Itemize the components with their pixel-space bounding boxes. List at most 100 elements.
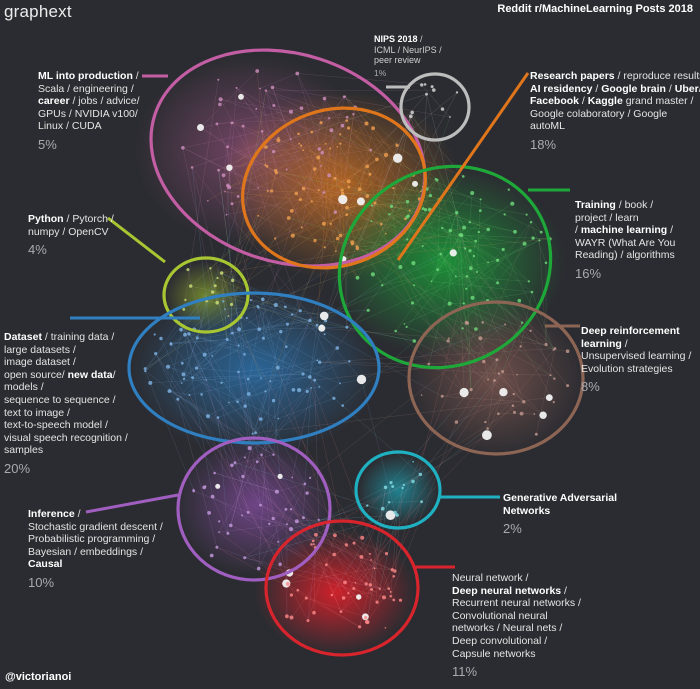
graph-edge bbox=[487, 348, 556, 429]
graph-edge bbox=[250, 299, 310, 322]
graph-node bbox=[538, 239, 541, 242]
graph-node bbox=[333, 176, 337, 180]
graph-edge bbox=[301, 98, 325, 228]
graph-node bbox=[296, 588, 300, 592]
graph-edge bbox=[275, 211, 336, 239]
graph-node bbox=[176, 397, 180, 401]
graph-node bbox=[289, 209, 294, 213]
graph-node bbox=[264, 163, 267, 166]
graph-edge bbox=[429, 209, 533, 293]
graph-edge bbox=[180, 329, 304, 375]
graph-node bbox=[531, 236, 535, 240]
graph-edge bbox=[392, 401, 524, 487]
graph-edge bbox=[286, 483, 306, 525]
label-line: Deep neural networks / bbox=[452, 585, 581, 598]
graph-edge bbox=[231, 217, 289, 305]
graph-edge bbox=[469, 192, 473, 223]
graph-node bbox=[468, 221, 471, 224]
graph-node bbox=[370, 588, 373, 591]
graph-edge bbox=[359, 149, 372, 190]
graph-node bbox=[454, 275, 457, 278]
graph-node bbox=[335, 236, 340, 241]
graph-edge bbox=[397, 158, 425, 184]
graph-node bbox=[229, 523, 233, 528]
graph-node bbox=[371, 126, 375, 131]
label-line: Neural network / bbox=[452, 572, 581, 585]
graph-node bbox=[364, 121, 369, 126]
graph-node bbox=[462, 175, 465, 178]
graph-edge bbox=[231, 383, 341, 466]
label-line: Facebook / Kaggle grand master / bbox=[530, 95, 700, 108]
graph-edge bbox=[216, 547, 290, 574]
graph-edge bbox=[485, 392, 504, 423]
graph-node bbox=[519, 345, 522, 348]
label-line: AI residency / Google brain / Uber/ bbox=[530, 83, 700, 96]
graph-node bbox=[218, 520, 221, 523]
graph-edge bbox=[180, 238, 276, 330]
graph-node bbox=[384, 627, 387, 629]
label-line: Convolutional neural bbox=[452, 610, 581, 623]
graph-edge bbox=[298, 133, 343, 191]
graph-edge bbox=[449, 230, 451, 304]
graph-edge bbox=[238, 258, 344, 330]
graph-node bbox=[513, 410, 516, 414]
graph-node bbox=[446, 339, 450, 343]
graph-edge bbox=[255, 397, 550, 434]
brand-logo: graphext bbox=[4, 2, 72, 21]
label-keyword: AI residency bbox=[530, 82, 593, 95]
graph-edge bbox=[353, 542, 371, 555]
graph-node bbox=[319, 121, 323, 125]
graph-edge bbox=[330, 158, 398, 224]
graph-edge bbox=[227, 339, 341, 384]
graph-edge bbox=[423, 116, 451, 191]
graph-node bbox=[323, 333, 326, 336]
cluster-label-inference: Inference /Stochastic gradient descent /… bbox=[28, 508, 163, 591]
leader-lines bbox=[70, 72, 580, 569]
graph-node bbox=[436, 268, 440, 272]
graph-node bbox=[355, 275, 360, 280]
graph-edge bbox=[182, 325, 238, 402]
graph-node bbox=[392, 575, 396, 578]
graph-node bbox=[519, 411, 524, 416]
graph-node bbox=[469, 388, 473, 392]
graph-node bbox=[313, 378, 317, 382]
graph-edge bbox=[232, 122, 368, 197]
graph-node bbox=[478, 336, 483, 341]
graph-node bbox=[566, 384, 570, 388]
graph-edge bbox=[227, 146, 233, 204]
graph-edge bbox=[277, 541, 281, 565]
graph-edge bbox=[486, 392, 504, 436]
graph-node bbox=[297, 388, 302, 393]
graph-node bbox=[352, 113, 355, 116]
label-line: ML into production / bbox=[38, 70, 140, 83]
label-line: / machine learning / bbox=[575, 224, 675, 237]
graph-edge bbox=[439, 199, 527, 215]
graph-edge bbox=[277, 367, 336, 536]
label-keyword: Networks bbox=[503, 504, 551, 517]
graph-node bbox=[205, 414, 211, 419]
graph-edge bbox=[155, 353, 244, 477]
graph-node bbox=[389, 590, 392, 593]
label-line: Inference / bbox=[28, 508, 163, 521]
graph-node bbox=[380, 222, 383, 226]
graph-edge bbox=[437, 235, 462, 270]
graph-node bbox=[298, 142, 301, 145]
graph-node bbox=[215, 122, 219, 126]
graph-edge bbox=[319, 348, 556, 363]
graph-node bbox=[479, 198, 482, 201]
graph-edge bbox=[412, 434, 488, 482]
graph-node bbox=[272, 453, 275, 456]
graph-node bbox=[517, 298, 522, 303]
graph-node bbox=[393, 153, 403, 163]
graph-node bbox=[325, 563, 328, 567]
graph-node bbox=[312, 167, 317, 171]
graph-node bbox=[366, 504, 369, 507]
graph-edge bbox=[448, 237, 534, 342]
graph-node bbox=[398, 598, 403, 602]
graph-node bbox=[495, 258, 500, 262]
graph-node bbox=[507, 188, 510, 191]
graph-edge bbox=[300, 96, 346, 146]
graph-edge bbox=[456, 212, 465, 393]
graph-edge bbox=[324, 146, 338, 248]
graph-edge bbox=[343, 588, 389, 599]
